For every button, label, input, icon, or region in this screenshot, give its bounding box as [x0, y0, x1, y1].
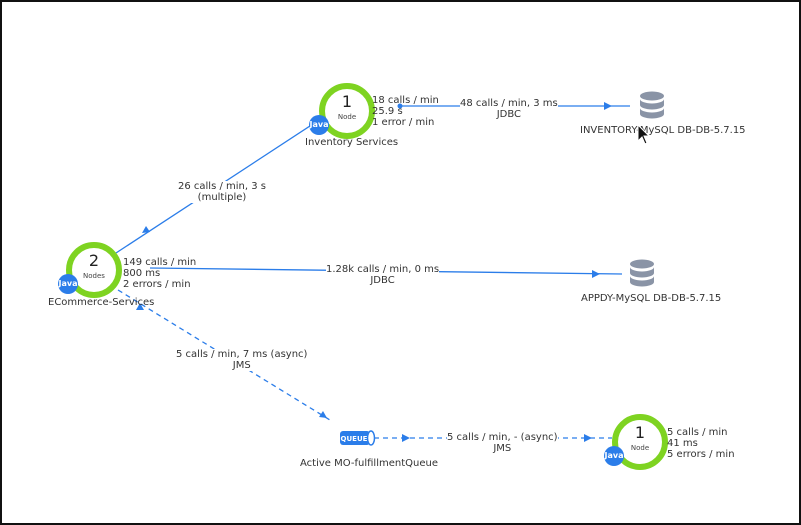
metric-response-time: 25.9 s — [372, 106, 403, 117]
edge-metric: 5 calls / min, 7 ms (async) — [176, 349, 308, 360]
tier-metrics-fulfillment: 5 calls / min 41 ms 5 errors / min — [667, 427, 735, 460]
edge-label-ecom-to-queue: 5 calls / min, 7 ms (async) JMS — [176, 349, 308, 371]
metric-errors: 5 errors / min — [667, 449, 735, 460]
node-count: 1 — [634, 423, 646, 442]
metric-errors: 1 error / min — [372, 117, 435, 128]
edge-label-queue-to-fulfillment: 5 calls / min, - (async) JMS — [447, 432, 558, 454]
backend-name-appdy-db[interactable]: APPDY-MySQL DB-DB-5.7.15 — [581, 293, 722, 304]
edge-ecom-to-queue[interactable] — [117, 289, 331, 421]
edge-protocol: JMS — [232, 360, 251, 371]
metric-calls: 149 calls / min — [123, 257, 197, 268]
backend-name-queue[interactable]: Active MO-fulfillmentQueue — [300, 458, 438, 469]
edge-label-ecom-to-appdy: 1.28k calls / min, 0 ms JDBC — [326, 264, 440, 286]
edge-label-inventory-to-db: 48 calls / min, 3 ms JDBC — [460, 98, 558, 120]
metric-errors: 2 errors / min — [123, 279, 191, 290]
edge-protocol: (multiple) — [197, 192, 247, 203]
database-icon[interactable] — [639, 91, 665, 123]
edge-protocol: JDBC — [496, 109, 522, 120]
edge-arrow — [136, 303, 144, 310]
tier-name-ecommerce[interactable]: ECommerce-Services — [48, 297, 155, 308]
edge-arrow — [319, 411, 327, 418]
tier-metrics-inventory: 18 calls / min 25.9 s 1 error / min — [372, 95, 439, 128]
node-count: 1 — [341, 92, 353, 111]
edge-metric: 48 calls / min, 3 ms — [460, 98, 558, 109]
backend-name-inventory-db[interactable]: INVENTORY-MySQL DB-DB-5.7.15 — [580, 125, 746, 136]
queue-icon-text: QUEUE — [341, 435, 368, 443]
node-count: 2 — [88, 251, 100, 270]
node-unit: Node — [630, 444, 650, 452]
tier-metrics-ecommerce: 149 calls / min 800 ms 2 errors / min — [123, 257, 196, 290]
edge-label-ecom-to-inventory: 26 calls / min, 3 s (multiple) — [178, 181, 266, 203]
edge-protocol: JMS — [493, 443, 512, 454]
node-unit: Nodes — [83, 272, 105, 280]
edge-metric: 1.28k calls / min, 0 ms — [326, 264, 440, 275]
tier-name-inventory[interactable]: Inventory Services — [305, 137, 399, 148]
edge-arrow — [402, 434, 410, 442]
java-badge-icon: Java — [604, 446, 624, 466]
edge-arrow — [604, 102, 612, 110]
node-unit: Node — [337, 113, 357, 121]
edge-metric: 5 calls / min, - (async) — [447, 432, 558, 443]
edge-arrow — [142, 226, 150, 233]
metric-calls: 5 calls / min — [667, 427, 728, 438]
edge-endpoint — [397, 103, 403, 109]
queue-icon[interactable]: QUEUE — [340, 430, 378, 446]
metric-response-time: 41 ms — [667, 438, 698, 449]
edge-protocol: JDBC — [370, 275, 395, 286]
edge-metric: 26 calls / min, 3 s — [178, 181, 266, 192]
java-badge-icon: Java — [309, 115, 329, 135]
edge-arrow — [592, 270, 600, 278]
mouse-cursor-icon — [637, 124, 651, 145]
edge-arrow — [584, 434, 592, 442]
tier-node-inventory[interactable]: 1 Node — [319, 83, 375, 139]
java-badge-icon: Java — [58, 274, 78, 294]
database-icon[interactable] — [629, 259, 655, 291]
metric-calls: 18 calls / min — [372, 95, 439, 106]
metric-response-time: 800 ms — [123, 268, 161, 279]
